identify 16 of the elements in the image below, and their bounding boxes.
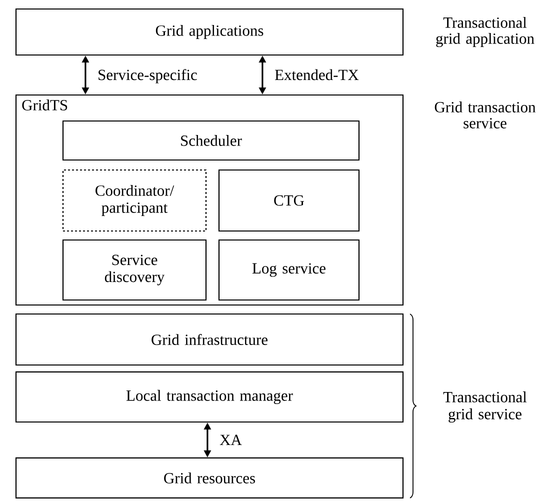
dashed-box: Coordinator/ participant: [62, 169, 207, 232]
component-box: Scheduler: [62, 120, 360, 161]
edge-label: Service-specific: [98, 69, 197, 84]
side-caption: Transactional grid service: [443, 391, 527, 423]
side-caption: Transactional grid application: [436, 16, 534, 48]
layer-box: Grid resources: [15, 457, 404, 499]
edge-label: Extended-TX: [275, 69, 359, 80]
box-heading: GridTS: [22, 100, 68, 110]
component-box: CTG: [218, 169, 360, 232]
component-box: Log service: [218, 239, 360, 301]
layer-box: Grid applications: [15, 8, 404, 56]
layer-box: Local transaction manager: [15, 371, 404, 423]
edge-label: XA: [220, 434, 242, 445]
component-box: Service discovery: [62, 239, 207, 301]
layer-box: Grid infrastructure: [15, 313, 404, 366]
side-caption: Grid transaction service: [434, 102, 536, 128]
